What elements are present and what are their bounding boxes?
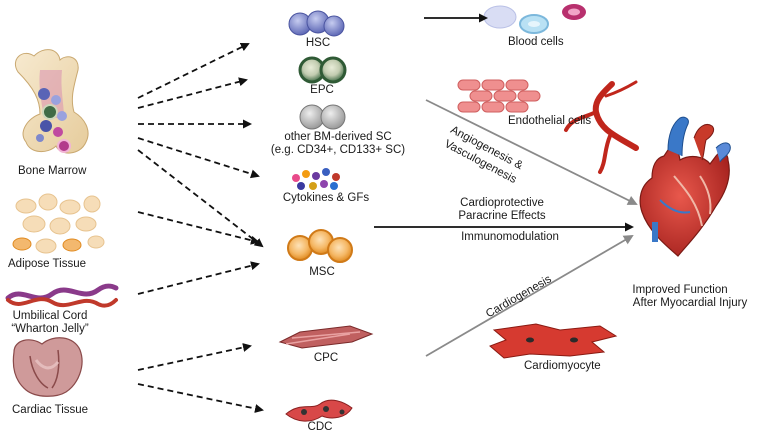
bone-marrow-label: Bone Marrow <box>18 165 87 177</box>
cpc-label: CPC <box>313 352 339 364</box>
blood-vessel-illustration <box>564 80 639 174</box>
adipose-tissue-label: Adipose Tissue <box>8 258 86 270</box>
cdc-label: CDC <box>307 421 333 433</box>
umbilical-cord-illustration <box>5 283 119 308</box>
endothelial-cells-label: Endothelial cells <box>508 115 592 127</box>
adipose-tissue-illustration <box>12 193 105 254</box>
cytokines-growth-factors <box>292 168 340 190</box>
epc-label: EPC <box>310 84 334 96</box>
msc-label: MSC <box>309 266 335 278</box>
hsc-label: HSC <box>305 37 331 49</box>
msc-cells <box>287 229 353 263</box>
cardiac-tissue-illustration <box>12 337 83 397</box>
improved-function-label: Improved Function <box>632 284 728 296</box>
epc-cells <box>298 56 347 84</box>
hsc-cells <box>288 10 345 37</box>
blood-cells-illustration <box>483 4 586 34</box>
other-bm-sc-cells <box>299 104 346 130</box>
other-bm-sc-examples-label: (e.g. CD34+, CD133+ SC) <box>270 144 406 156</box>
cardiac-tissue-label: Cardiac Tissue <box>12 404 89 416</box>
cardioprotective-label: Cardioprotective <box>460 197 544 209</box>
cardiogenesis-arrow <box>425 234 634 357</box>
cardiomyocyte-illustration <box>489 323 618 359</box>
wharton-jelly-label: “Wharton Jelly” <box>11 323 89 335</box>
bone-marrow-illustration <box>14 49 89 154</box>
cpc-cells <box>278 325 374 349</box>
after-myocardial-injury-label: After Myocardial Injury <box>632 297 748 309</box>
immunomodulation-label: Immunomodulation <box>461 231 559 243</box>
source-arrows <box>137 43 264 413</box>
blood-cells-label: Blood cells <box>508 36 564 48</box>
cytokines-label: Cytokines & GFs <box>282 192 370 204</box>
paracrine-effects-label: Paracrine Effects <box>458 210 546 222</box>
other-bm-sc-label: other BM-derived SC <box>284 131 392 143</box>
cardiomyocyte-label: Cardiomyocyte <box>524 360 601 372</box>
cdc-cells <box>285 399 353 422</box>
endothelial-illustration <box>457 79 541 113</box>
heart-illustration <box>639 116 731 257</box>
angiogenesis-arrow <box>425 99 638 205</box>
umbilical-cord-label: Umbilical Cord <box>12 310 88 322</box>
